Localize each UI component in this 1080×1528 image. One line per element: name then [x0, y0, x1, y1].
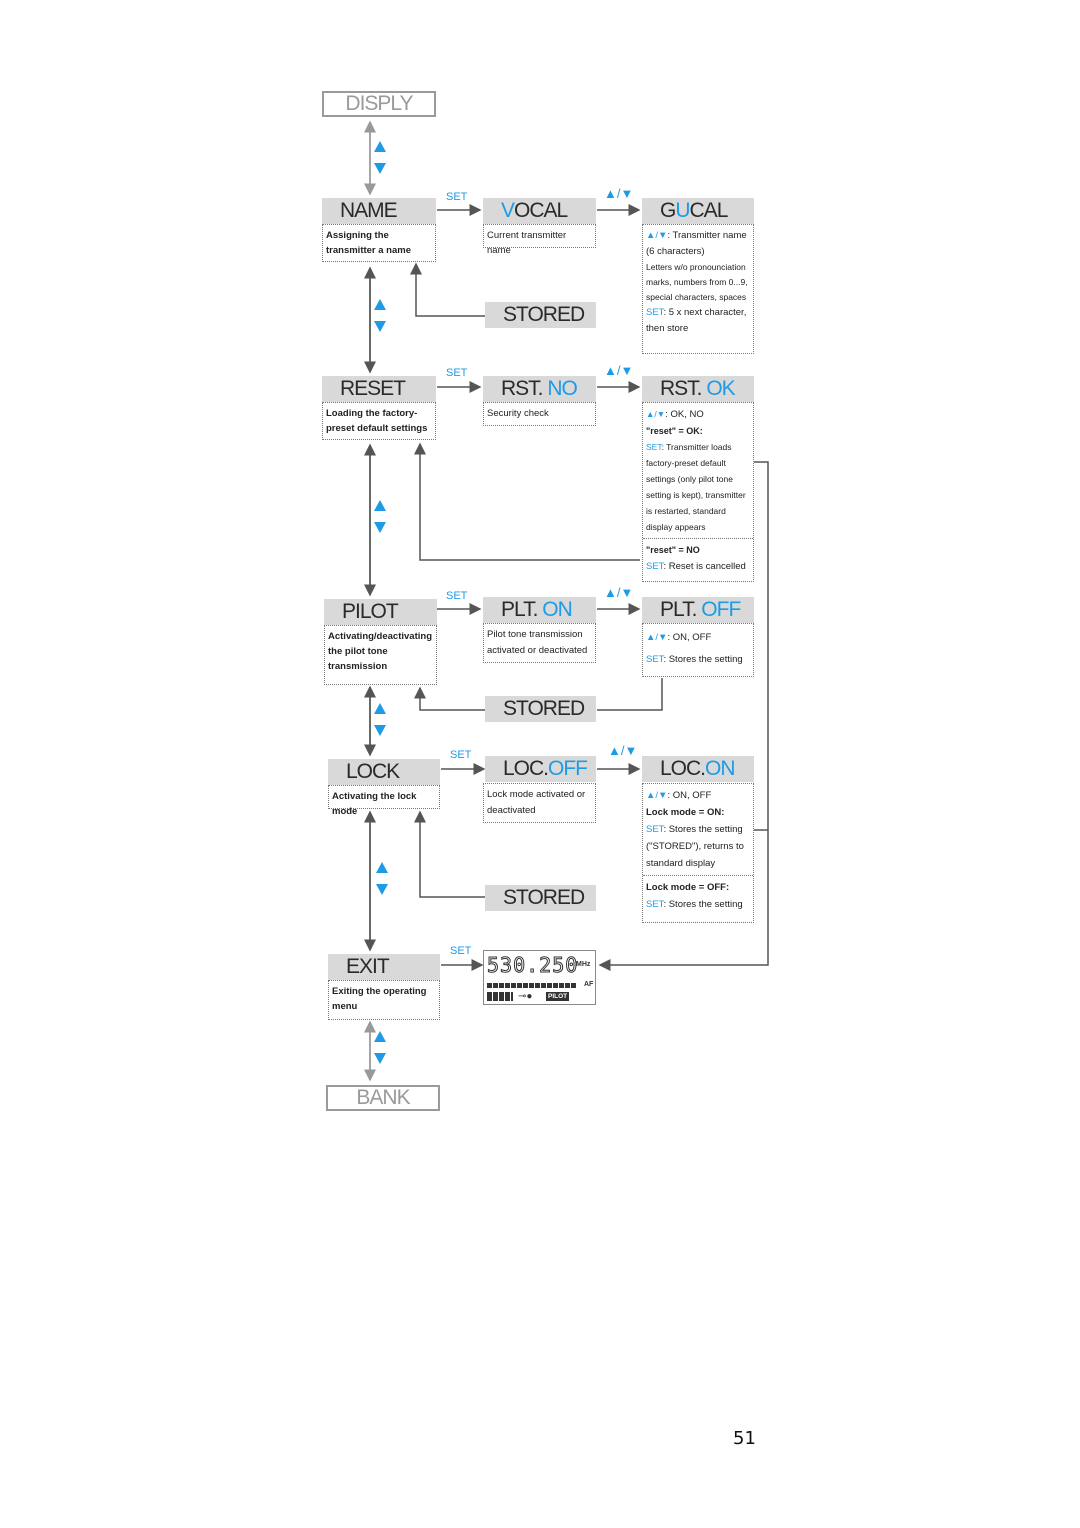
- up-down-toggle-icon: ▲/▼: [646, 230, 668, 241]
- frequency-readout: 530.250: [486, 953, 579, 978]
- pilot-current-display: PLT. ON: [483, 597, 596, 623]
- pilot-current-desc: Pilot tone transmission activated or dea…: [483, 623, 596, 663]
- down-arrow-icon: [374, 163, 386, 174]
- up-down-toggle-icon: ▲/▼: [604, 585, 634, 600]
- af-level-meter: [487, 983, 577, 988]
- desc-pilot: Activating/deactivating the pilot tone t…: [324, 625, 437, 685]
- menu-disply: DISPLY: [322, 91, 436, 117]
- pilot-edit-desc: ▲/▼: ON, OFF SET: Stores the setting: [642, 623, 754, 677]
- up-down-toggle-icon: ▲/▼: [646, 790, 668, 801]
- pilot-indicator: PILOT: [546, 992, 570, 1001]
- up-arrow-icon: [374, 1031, 386, 1042]
- lock-current-display: LOC.OFF: [485, 756, 596, 782]
- name-edit-display: GUCAL: [642, 198, 754, 224]
- down-arrow-icon: [374, 1053, 386, 1064]
- name-edit-desc: ▲/▼: Transmitter name (6 characters) Let…: [642, 224, 754, 354]
- down-arrow-icon: [374, 522, 386, 533]
- up-arrow-icon: [374, 500, 386, 511]
- pilot-edit-display: PLT. OFF: [642, 597, 754, 623]
- menu-name: NAME: [322, 198, 436, 224]
- lock-edit-display: LOC.ON: [642, 756, 754, 782]
- battery-icon: [487, 992, 513, 1001]
- mhz-label: MHz: [576, 961, 591, 968]
- up-arrow-icon: [374, 299, 386, 310]
- desc-lock: Activating the lock mode: [328, 785, 440, 817]
- set-label: SET: [446, 590, 468, 602]
- af-label: AF: [584, 981, 594, 988]
- reset-current-desc: Security check: [483, 402, 596, 426]
- reset-edit-desc: ▲/▼: OK, NO "reset" = OK: SET: Transmitt…: [642, 402, 754, 582]
- down-arrow-icon: [376, 884, 388, 895]
- pilot-stored: STORED: [485, 696, 596, 722]
- down-arrow-icon: [374, 321, 386, 332]
- set-label: SET: [450, 945, 472, 957]
- name-stored: STORED: [485, 302, 596, 328]
- reset-edit-display: RST. OK: [642, 376, 754, 402]
- menu-pilot: PILOT: [324, 599, 437, 625]
- set-label: SET: [446, 367, 468, 379]
- lock-stored: STORED: [485, 885, 596, 911]
- standard-display: 530.250 MHz AF ⊸● PILOT: [483, 950, 596, 1005]
- desc-reset: Loading the factory-preset default setti…: [322, 402, 436, 440]
- menu-bank: BANK: [326, 1085, 440, 1111]
- menu-exit: EXIT: [328, 954, 440, 980]
- name-current-display: VOCAL: [483, 198, 596, 224]
- desc-exit: Exiting the operating menu: [328, 980, 440, 1020]
- up-down-toggle-icon: ▲/▼: [604, 363, 634, 378]
- menu-reset: RESET: [322, 376, 436, 402]
- up-down-toggle-icon: ▲/▼: [646, 409, 666, 419]
- key-lock-icon: ⊸●: [518, 991, 533, 1002]
- page-number: 51: [733, 1428, 756, 1449]
- reset-current-display: RST. NO: [483, 376, 596, 402]
- menu-lock: LOCK: [328, 759, 440, 785]
- up-arrow-icon: [374, 703, 386, 714]
- lock-current-desc: Lock mode activated or deactivated: [483, 783, 596, 823]
- set-label: SET: [450, 749, 472, 761]
- set-label: SET: [446, 191, 468, 203]
- lock-edit-desc: ▲/▼: ON, OFF Lock mode = ON: SET: Stores…: [642, 783, 754, 923]
- up-down-toggle-icon: ▲/▼: [646, 632, 668, 643]
- desc-name: Assigning the transmitter a name: [322, 224, 436, 262]
- up-arrow-icon: [376, 862, 388, 873]
- down-arrow-icon: [374, 725, 386, 736]
- up-down-toggle-icon: ▲/▼: [608, 743, 638, 758]
- name-current-desc: Current transmitter name: [483, 224, 596, 256]
- up-down-toggle-icon: ▲/▼: [604, 186, 634, 201]
- up-arrow-icon: [374, 141, 386, 152]
